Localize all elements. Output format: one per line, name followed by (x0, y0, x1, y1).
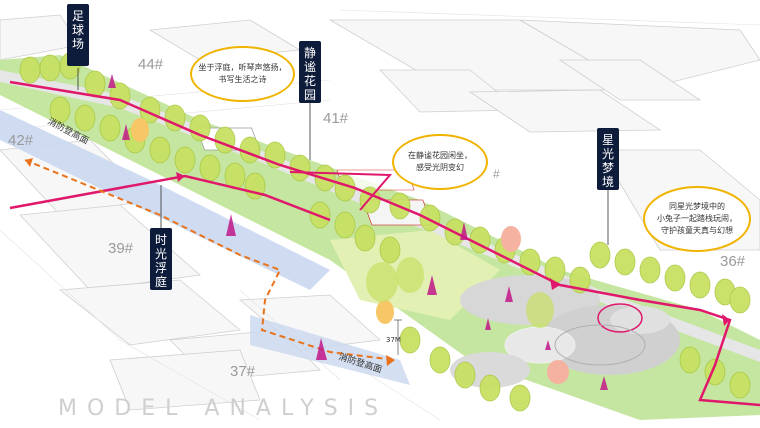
building-number-partial: # (493, 167, 500, 181)
tree (429, 346, 451, 374)
tree (664, 264, 686, 292)
tree (379, 236, 401, 264)
tree (419, 204, 441, 232)
tree (214, 126, 236, 154)
tree (354, 224, 376, 252)
tree (84, 70, 106, 98)
fire-lane-strip (250, 315, 410, 385)
building-number-36: 36# (720, 253, 746, 270)
building-number-39: 39# (108, 240, 134, 257)
bubble-star-dream-quote: 同星光梦境中的小兔子一起踏栈玩闹，守护孩童天真与幻想 (643, 186, 751, 252)
label-time-court: 时光浮庭 (150, 228, 172, 290)
tree (74, 104, 96, 132)
tree (679, 346, 701, 374)
tree (509, 384, 531, 412)
dimension-marker (394, 319, 402, 355)
tree (189, 114, 211, 142)
water-channel (0, 110, 330, 290)
label-football-field: 足球场 (67, 4, 89, 66)
watermark-title: MODEL ANALYSIS (58, 396, 389, 421)
tree (99, 114, 121, 142)
dimension-label: 37M (386, 336, 401, 344)
tree-canopy (19, 52, 751, 412)
people-figures (108, 74, 608, 390)
tree (174, 146, 196, 174)
building-number-37: 37# (230, 363, 256, 380)
tree (334, 211, 356, 239)
tree (729, 371, 751, 399)
tree (39, 54, 61, 82)
tree (399, 326, 421, 354)
bubble-quiet-garden-quote: 在静谧花园闲坐，感受光阴变幻 (392, 134, 488, 190)
accent-trees (131, 118, 569, 384)
tree (164, 104, 186, 132)
building-number-44: 44# (138, 56, 164, 73)
tree (149, 136, 171, 164)
tree (614, 248, 636, 276)
building-number-42: 42# (8, 132, 34, 149)
bubble-floating-court-quote: 坐于浮庭，听琴声悠扬，书写生活之诗 (190, 46, 295, 102)
tree (19, 56, 41, 84)
tree (689, 271, 711, 299)
walking-route-branch (9, 174, 331, 222)
tree (729, 286, 751, 314)
tree (589, 241, 611, 269)
label-quiet-garden: 静谧花园 (299, 41, 321, 103)
tree (199, 154, 221, 182)
tree (639, 256, 661, 284)
tree (479, 374, 501, 402)
tree (569, 266, 591, 294)
label-star-dream: 星光梦境 (597, 128, 619, 190)
tree (49, 96, 71, 124)
building-number-41: 41# (323, 110, 349, 127)
tree (454, 361, 476, 389)
